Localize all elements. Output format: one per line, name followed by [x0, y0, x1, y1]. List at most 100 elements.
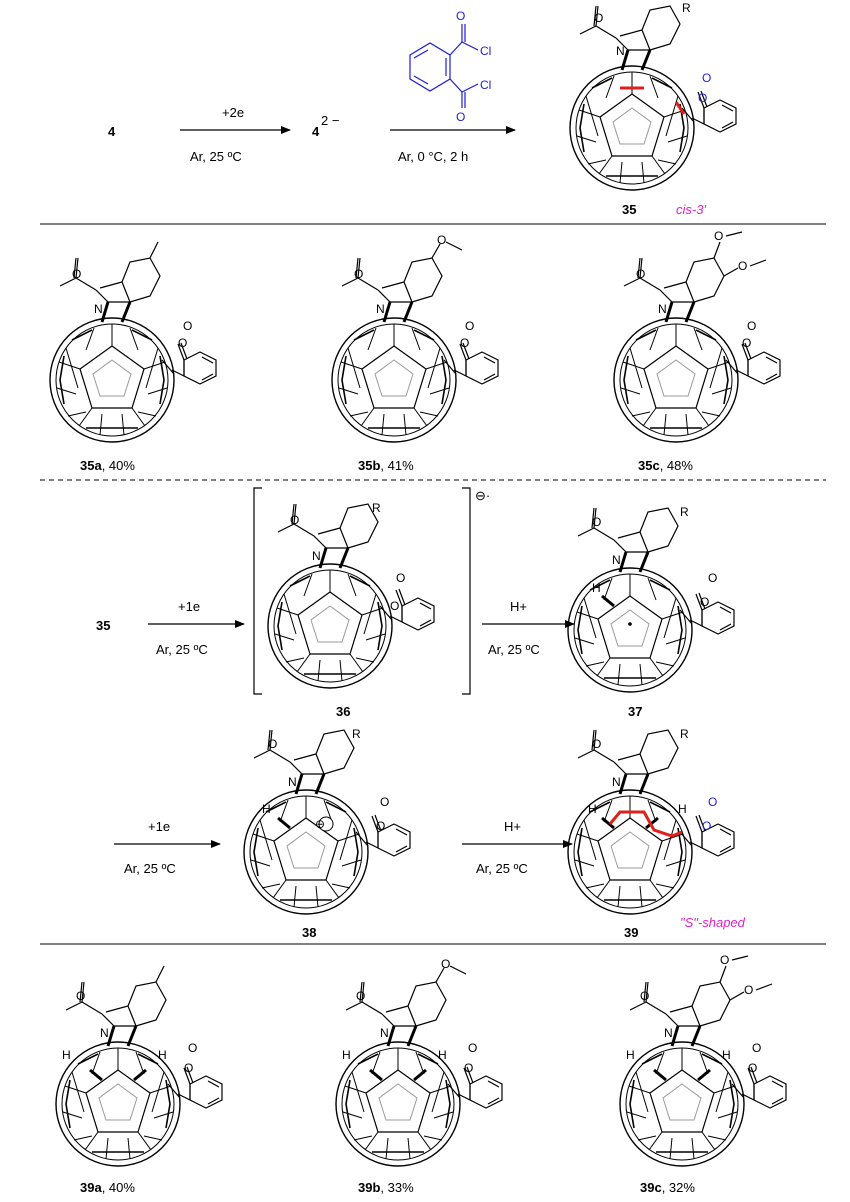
product-35-structure: [569, 4, 737, 191]
arrow-5-above: +1e: [148, 819, 170, 834]
phthaloyl-chloride-structure: [409, 24, 479, 108]
yield-35b: 35b, 41%: [358, 458, 414, 473]
product-39-structure: [567, 728, 735, 915]
atom-N-39b: N: [380, 1026, 389, 1040]
product-35c-structure: [613, 231, 781, 443]
atom-R-35: R: [682, 1, 691, 15]
atom-O-39: O: [592, 737, 601, 751]
atom-O-37: O: [592, 515, 601, 529]
atom-R-36: R: [372, 501, 381, 515]
arrow-6-above: H+: [504, 819, 521, 834]
atom-H-37: H: [592, 581, 601, 595]
arrow-2-below: Ar, 0 °C, 2 h: [398, 149, 468, 164]
compound-38-label: 38: [302, 925, 316, 940]
atom-N-35c: N: [658, 302, 667, 316]
reagent-o-bottom: O: [456, 110, 465, 124]
atom-N-39c: N: [664, 1026, 673, 1040]
atom-O-35c: O: [636, 267, 645, 281]
radical-anion-sign: ⊖·: [475, 488, 490, 503]
atom-O-39b: O: [356, 989, 365, 1003]
atom-O1-38: O: [380, 795, 389, 809]
arrow-3-above: +1e: [178, 599, 200, 614]
atom-O-35: O: [594, 11, 603, 25]
atom-O2-39: O: [702, 819, 711, 833]
yield-39b: 39b, 33%: [358, 1180, 414, 1195]
yield-39a: 39a, 40%: [80, 1180, 135, 1195]
yield-35c: 35c, 48%: [638, 458, 693, 473]
species-38-structure: [243, 728, 411, 915]
atom-O1-39c: O: [748, 1061, 757, 1075]
atom-N-37: N: [612, 553, 621, 567]
product-39a-structure: [55, 965, 223, 1167]
atom-O1-35b: O: [460, 336, 469, 350]
species-36-structure: [267, 502, 435, 689]
atom-O2-35c: O: [747, 319, 756, 333]
dianion-charge: 2 −: [321, 113, 339, 128]
atom-O2-36: O: [390, 599, 399, 613]
atom-N-39: N: [612, 775, 621, 789]
atom-H2-39b: H: [438, 1048, 447, 1062]
product-37-structure: [567, 506, 735, 693]
atom-OMe2-39c: O: [744, 983, 753, 997]
product-35a-structure: [49, 241, 217, 443]
atom-O2-39c: O: [752, 1041, 761, 1055]
atom-H1-39: H: [588, 802, 597, 816]
reagent-o-top: O: [456, 9, 465, 23]
atom-OMe2-35c: O: [738, 259, 747, 273]
atom-O2-39a: O: [188, 1041, 197, 1055]
arrow-5-below: Ar, 25 ºC: [124, 861, 176, 876]
arrow-4-below: Ar, 25 ºC: [488, 642, 540, 657]
arrow-4-above: H+: [510, 599, 527, 614]
atom-N-35a: N: [94, 302, 103, 316]
atom-O-39c: O: [640, 989, 649, 1003]
atom-O1-35c: O: [742, 336, 751, 350]
product-35b-structure: [331, 241, 499, 443]
anion-charge-38: ⊖: [315, 817, 325, 831]
atom-N-39a: N: [100, 1026, 109, 1040]
atom-H1-39b: H: [342, 1048, 351, 1062]
atom-O1-35a: O: [178, 336, 187, 350]
compound-39-label: 39: [624, 925, 638, 940]
atom-O2-37: O: [700, 595, 709, 609]
atom-H2-39: H: [678, 802, 687, 816]
atom-O-39a: O: [76, 989, 85, 1003]
atom-O2-35a: O: [183, 319, 192, 333]
yield-35a: 35a, 40%: [80, 458, 135, 473]
arrow-1-above: +2e: [222, 105, 244, 120]
atom-N-36: N: [312, 549, 321, 563]
atom-OMe-35b: O: [437, 233, 446, 247]
atom-H1-39c: H: [626, 1048, 635, 1062]
atom-O-35b: O: [354, 267, 363, 281]
compound-35-label: 35: [622, 202, 636, 217]
atom-O1-39: O: [708, 795, 717, 809]
product-39b-structure: [335, 965, 503, 1167]
atom-O1-39a: O: [184, 1061, 193, 1075]
dianion-label: 4: [312, 124, 320, 139]
atom-O2-38: O: [376, 819, 385, 833]
atom-O1-37: O: [708, 571, 717, 585]
product-39c-structure: [619, 955, 787, 1167]
atom-O-38: O: [268, 737, 277, 751]
atom-O1-35: O: [702, 71, 711, 85]
atom-O-36: O: [290, 513, 299, 527]
compound-37-label: 37: [628, 704, 642, 719]
arrow-1-below: Ar, 25 ºC: [190, 149, 242, 164]
atom-O-35a: O: [72, 267, 81, 281]
arrow-3-below: Ar, 25 ºC: [156, 642, 208, 657]
compound-36-label: 36: [336, 704, 350, 719]
atom-OMe1-39c: O: [720, 953, 729, 967]
atom-N-35: N: [616, 44, 625, 58]
atom-H-38: H: [262, 802, 271, 816]
cis-3-tag: cis-3': [676, 202, 706, 217]
atom-OMe-39b: O: [441, 957, 450, 971]
atom-O2-35b: O: [465, 319, 474, 333]
s-shaped-tag: "S"-shaped: [680, 915, 746, 930]
atom-R-39: R: [680, 727, 689, 741]
reagent-cl-top: Cl: [480, 44, 491, 58]
atom-O1-39b: O: [464, 1061, 473, 1075]
atom-N-35b: N: [376, 302, 385, 316]
atom-H1-39a: H: [62, 1048, 71, 1062]
atom-R-38: R: [352, 727, 361, 741]
arrow-6-below: Ar, 25 ºC: [476, 861, 528, 876]
